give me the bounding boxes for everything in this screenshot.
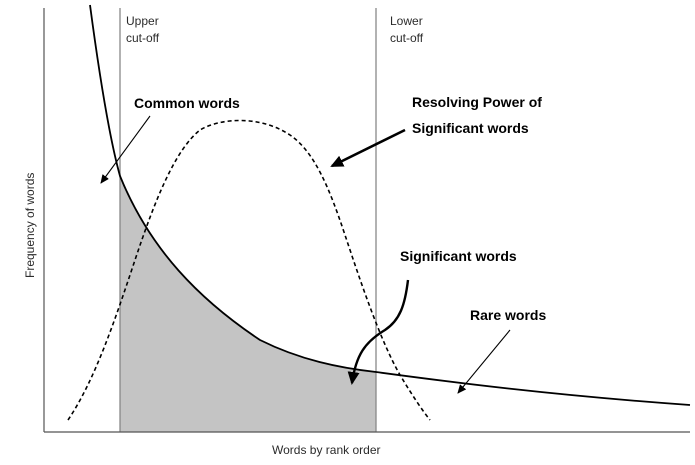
lower-cutoff-label-line2: cut-off [390, 31, 424, 45]
resolving-power-arrow [330, 128, 406, 168]
significant-words-label: Significant words [400, 248, 517, 264]
upper-cutoff-label-line2: cut-off [126, 31, 160, 45]
common-words-arrow [100, 115, 151, 184]
resolving-power-curve [67, 119, 431, 421]
lower-cutoff-label-line1: Lower [390, 14, 423, 28]
upper-cutoff-label-line1: Upper [126, 14, 159, 28]
significant-region-shade [120, 176, 376, 432]
frequency-curve [89, 4, 691, 406]
y-axis-label: Frequency of words [23, 173, 37, 278]
x-axis-label: Words by rank order [272, 443, 381, 457]
resolving-power-label-line1: Resolving Power of [412, 94, 542, 110]
resolving-power-label-line2: Significant words [412, 120, 529, 136]
rare-words-label: Rare words [470, 307, 546, 323]
common-words-label: Common words [134, 95, 240, 111]
significant-words-arrow [347, 279, 410, 385]
rare-words-arrow [457, 329, 511, 394]
